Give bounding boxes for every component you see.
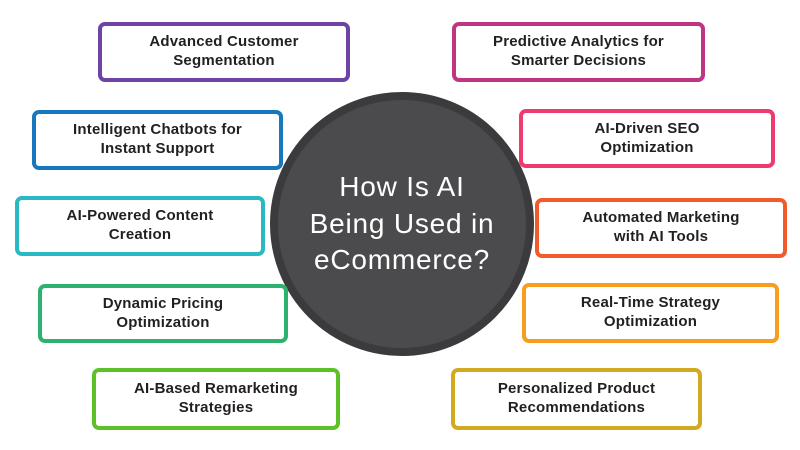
topic-label-line2: Recommendations: [507, 399, 646, 416]
center-circle: How Is AI Being Used in eCommerce?: [270, 92, 534, 356]
topic-label-line2: Optimization: [116, 313, 210, 331]
topic-label-line2: Instant Support: [100, 140, 215, 157]
topic-label-line1: Dynamic Pricing: [102, 294, 224, 312]
topic-label-line1: Intelligent Chatbots for: [73, 121, 242, 139]
topic-label-line1: AI-Powered Content: [66, 207, 214, 225]
topic-box-advanced-customer-segmentation: Advanced Customer Segmentation: [98, 22, 350, 82]
topic-label-line2: Optimization: [600, 138, 694, 156]
topic-label-line2: Creation: [108, 226, 172, 243]
center-title-line3: eCommerce?: [313, 244, 491, 276]
topic-label-line1: Personalized Product: [497, 380, 656, 398]
topic-label-line1: AI-Based Remarketing: [133, 380, 299, 398]
topic-box-ai-based-remarketing: AI-Based Remarketing Strategies: [92, 368, 340, 430]
topic-label-line2: Smarter Decisions: [510, 52, 647, 69]
topic-label-line1: AI-Driven SEO: [594, 119, 700, 137]
center-title: How Is AI Being Used in eCommerce?: [310, 169, 495, 278]
topic-box-ai-powered-content-creation: AI-Powered Content Creation: [15, 196, 265, 256]
topic-label-line1: Advanced Customer: [149, 33, 299, 51]
topic-label-line2: Strategies: [178, 399, 254, 416]
topic-box-intelligent-chatbots: Intelligent Chatbots for Instant Support: [32, 110, 283, 170]
topic-box-personalized-product-recommendations: Personalized Product Recommendations: [451, 368, 702, 430]
topic-box-dynamic-pricing-optimization: Dynamic Pricing Optimization: [38, 284, 288, 343]
topic-box-real-time-strategy: Real-Time Strategy Optimization: [522, 283, 779, 343]
center-title-line2: Being Used in: [309, 207, 495, 239]
topic-label-line2: with AI Tools: [613, 228, 709, 245]
topic-box-ai-driven-seo: AI-Driven SEO Optimization: [519, 109, 775, 168]
topic-label-line1: Automated Marketing: [582, 209, 740, 227]
topic-label-line1: Real-Time Strategy: [580, 294, 721, 312]
center-title-line1: How Is AI: [339, 171, 465, 203]
topic-box-automated-marketing: Automated Marketing with AI Tools: [535, 198, 787, 258]
topic-label-line2: Segmentation: [173, 52, 275, 69]
topic-label-line1: Predictive Analytics for: [493, 33, 664, 51]
topic-label-line2: Optimization: [603, 313, 698, 330]
topic-box-predictive-analytics: Predictive Analytics for Smarter Decisio…: [452, 22, 705, 82]
